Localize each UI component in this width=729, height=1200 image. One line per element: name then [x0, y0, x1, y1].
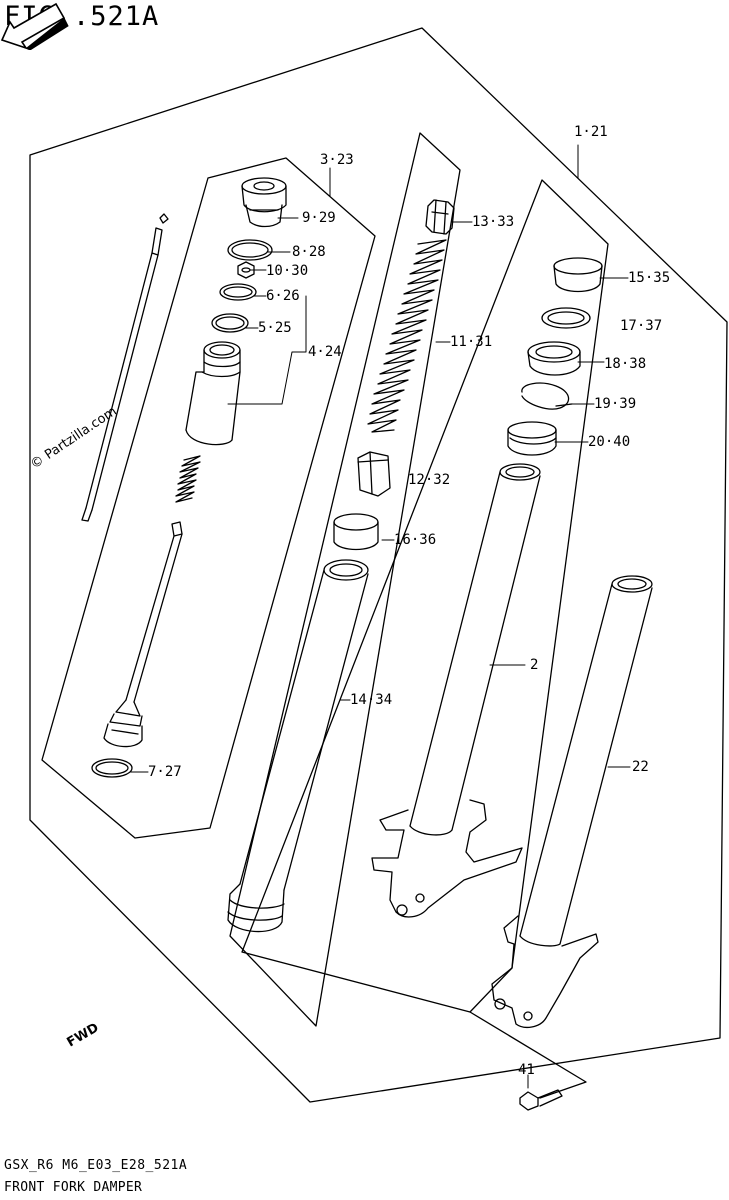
callout-41[interactable]: 41: [518, 1062, 535, 1078]
figure-code: GSX_R6 M6_E03_E28_521A: [4, 1158, 188, 1173]
axle-bolt: [519, 1089, 563, 1111]
oil-seal: [527, 341, 581, 376]
outer-tube-right: [491, 575, 653, 1029]
outer-assembly-boundary: [29, 27, 728, 1103]
callout-11-31[interactable]: 11·31: [450, 334, 493, 350]
callout-7-27[interactable]: 7·27: [148, 764, 182, 780]
stopper-ring: [521, 382, 573, 410]
nut: [237, 261, 255, 279]
o-ring: [227, 239, 273, 261]
outer-tube-left: [371, 463, 541, 918]
dust-seal: [507, 421, 557, 456]
callout-19-39[interactable]: 19·39: [594, 396, 637, 412]
callout-14-34[interactable]: 14·34: [350, 692, 393, 708]
callout-9-29[interactable]: 9·29: [302, 210, 336, 226]
ring: [219, 283, 257, 301]
piston-rod: [103, 521, 183, 748]
fwd-arrow-icon: [0, 2, 69, 50]
callout-4-24[interactable]: 4·24: [308, 344, 342, 360]
fork-spring: [367, 239, 447, 433]
washer: [541, 307, 591, 329]
inner-tube: [227, 559, 369, 933]
callout-20-40[interactable]: 20·40: [588, 434, 631, 450]
spring-seat: [425, 199, 455, 235]
callout-5-25[interactable]: 5·25: [258, 320, 292, 336]
damper-group-boundary: [41, 157, 376, 839]
spacer-nut: [357, 451, 391, 497]
callout-17-37[interactable]: 17·37: [620, 318, 663, 334]
callout-16-36[interactable]: 16·36: [394, 532, 437, 548]
figure-name: FRONT FORK DAMPER: [4, 1180, 143, 1195]
seal-ring: [211, 313, 249, 333]
cap-bolt: [241, 177, 287, 228]
callout-3-23[interactable]: 3·23: [320, 152, 354, 168]
rebound-spring: [175, 455, 201, 503]
callout-22[interactable]: 22: [632, 759, 649, 775]
callout-15-35[interactable]: 15·35: [628, 270, 671, 286]
callout-6-26[interactable]: 6·26: [266, 288, 300, 304]
collar-bushing: [333, 513, 379, 551]
piston-seal: [91, 758, 133, 778]
callout-8-28[interactable]: 8·28: [292, 244, 326, 260]
spring-group-boundary: [229, 132, 461, 1027]
callout-2[interactable]: 2: [530, 657, 539, 673]
callout-13-33[interactable]: 13·33: [472, 214, 515, 230]
damper-rod-assembly: [81, 213, 169, 522]
slide-bushing: [553, 257, 603, 293]
bolt-bracket: [469, 1011, 587, 1099]
callout-10-30[interactable]: 10·30: [266, 263, 309, 279]
tube-group-boundary: [241, 179, 609, 1013]
leader-lines: [129, 144, 631, 1089]
callout-18-38[interactable]: 18·38: [604, 356, 647, 372]
callout-12-32[interactable]: 12·32: [408, 472, 451, 488]
damper-cartridge: [185, 341, 241, 446]
callout-1-21[interactable]: 1·21: [574, 124, 608, 140]
